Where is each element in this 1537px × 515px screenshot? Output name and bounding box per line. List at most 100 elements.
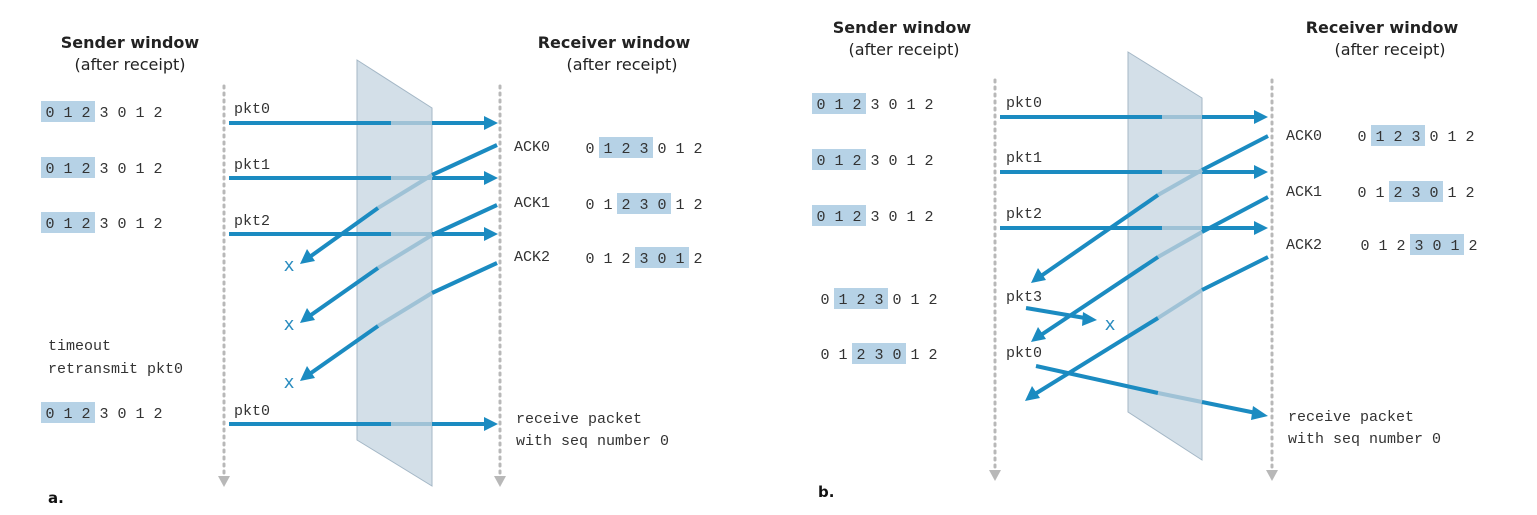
- window-highlight: [852, 343, 906, 364]
- seq-number: 0: [657, 251, 666, 268]
- seq-number: 2: [81, 105, 90, 122]
- panel-a-receive-note-line2: with seq number 0: [516, 433, 669, 450]
- seq-number: 2: [621, 197, 630, 214]
- seq-number: 3: [99, 161, 108, 178]
- seq-number: 3: [870, 209, 879, 226]
- panel-a-receiver-timeline-arrowhead: [494, 476, 506, 487]
- seq-number: 2: [1393, 129, 1402, 146]
- seq-number: 1: [603, 197, 612, 214]
- seq-number: 0: [117, 161, 126, 178]
- seq-number: 0: [816, 209, 825, 226]
- seq-number: 1: [135, 406, 144, 423]
- seq-number: 1: [135, 216, 144, 233]
- seq-number: 0: [1357, 185, 1366, 202]
- panel-b-channel: [1127, 51, 1203, 461]
- seq-number: 0: [657, 197, 666, 214]
- seq-number: 0: [585, 141, 594, 158]
- seq-number: 2: [856, 292, 865, 309]
- seq-number: 0: [888, 97, 897, 114]
- seq-number: 2: [924, 209, 933, 226]
- panel-b-event-pkt1: pkt1: [1006, 150, 1042, 167]
- panel-b-event-pkt0: pkt0: [1006, 95, 1042, 112]
- seq-number: 1: [135, 105, 144, 122]
- window-highlight: [635, 247, 689, 268]
- seq-number: 3: [99, 406, 108, 423]
- seq-number: 1: [63, 406, 72, 423]
- window-highlight: [812, 93, 866, 114]
- window-highlight: [1389, 181, 1443, 202]
- panel-a-arrow-pkt1: [229, 171, 498, 185]
- seq-number: 2: [1396, 238, 1405, 255]
- seq-number: 1: [135, 161, 144, 178]
- panel-a-event-pkt2: pkt2: [234, 213, 270, 230]
- seq-number: 2: [856, 347, 865, 364]
- seq-number: 1: [838, 292, 847, 309]
- panel-a-arrow-pkt0-retransmit: [229, 417, 498, 431]
- seq-number: 3: [639, 197, 648, 214]
- seq-number: 1: [906, 153, 915, 170]
- seq-number: 2: [852, 153, 861, 170]
- window-highlight: [617, 193, 671, 214]
- seq-number: 1: [838, 347, 847, 364]
- panel-b-arrow-ack0: [1031, 134, 1269, 283]
- seq-number: 0: [117, 406, 126, 423]
- seq-number: 0: [117, 105, 126, 122]
- seq-number: 1: [910, 347, 919, 364]
- seq-number: 1: [675, 251, 684, 268]
- seq-number: 0: [585, 197, 594, 214]
- panel-a-sender-timeline-arrowhead: [218, 476, 230, 487]
- seq-number: 1: [1450, 238, 1459, 255]
- window-highlight: [41, 402, 95, 423]
- seq-number: 3: [1411, 129, 1420, 146]
- panel-b-receive-note-line2: with seq number 0: [1288, 431, 1441, 448]
- seq-number: 0: [117, 216, 126, 233]
- seq-number: 1: [1375, 129, 1384, 146]
- panel-b-label: b.: [818, 483, 834, 501]
- window-highlight: [1371, 125, 1425, 146]
- panel-b-event-pkt3: pkt3: [1006, 289, 1042, 306]
- panel-a-loss-mark-1: x: [284, 314, 295, 335]
- seq-number: 2: [1465, 129, 1474, 146]
- seq-number: 1: [63, 105, 72, 122]
- seq-number: 1: [906, 97, 915, 114]
- panel-a-ack1-label: ACK1: [514, 195, 550, 212]
- seq-number: 0: [45, 105, 54, 122]
- seq-number: 2: [1468, 238, 1477, 255]
- seq-number: 1: [63, 216, 72, 233]
- seq-number: 1: [834, 209, 843, 226]
- seq-number: 3: [870, 153, 879, 170]
- panel-a-event-pkt0: pkt0: [234, 101, 270, 118]
- seq-number: 1: [63, 161, 72, 178]
- seq-number: 1: [834, 153, 843, 170]
- panel-a-arrow-ack0: [300, 143, 498, 264]
- seq-number: 3: [874, 347, 883, 364]
- seq-number: 0: [1432, 238, 1441, 255]
- seq-number: 2: [852, 209, 861, 226]
- seq-number: 1: [834, 97, 843, 114]
- seq-number: 2: [621, 141, 630, 158]
- seq-number: 0: [888, 209, 897, 226]
- seq-number: 2: [693, 197, 702, 214]
- seq-number: 0: [820, 347, 829, 364]
- seq-number: 1: [1447, 185, 1456, 202]
- panel-b-receiver-timeline-arrowhead: [1266, 470, 1278, 481]
- panel-b-event-pkt0-new: pkt0: [1006, 345, 1042, 362]
- seq-number: 3: [874, 292, 883, 309]
- panel-b-receive-note-line1: receive packet: [1288, 409, 1414, 426]
- panel-a-arrow-ack1: [300, 203, 498, 323]
- seq-number: 0: [892, 347, 901, 364]
- panel-a-loss-mark-2: x: [284, 372, 295, 393]
- panel-b-ack2-label: ACK2: [1286, 237, 1322, 254]
